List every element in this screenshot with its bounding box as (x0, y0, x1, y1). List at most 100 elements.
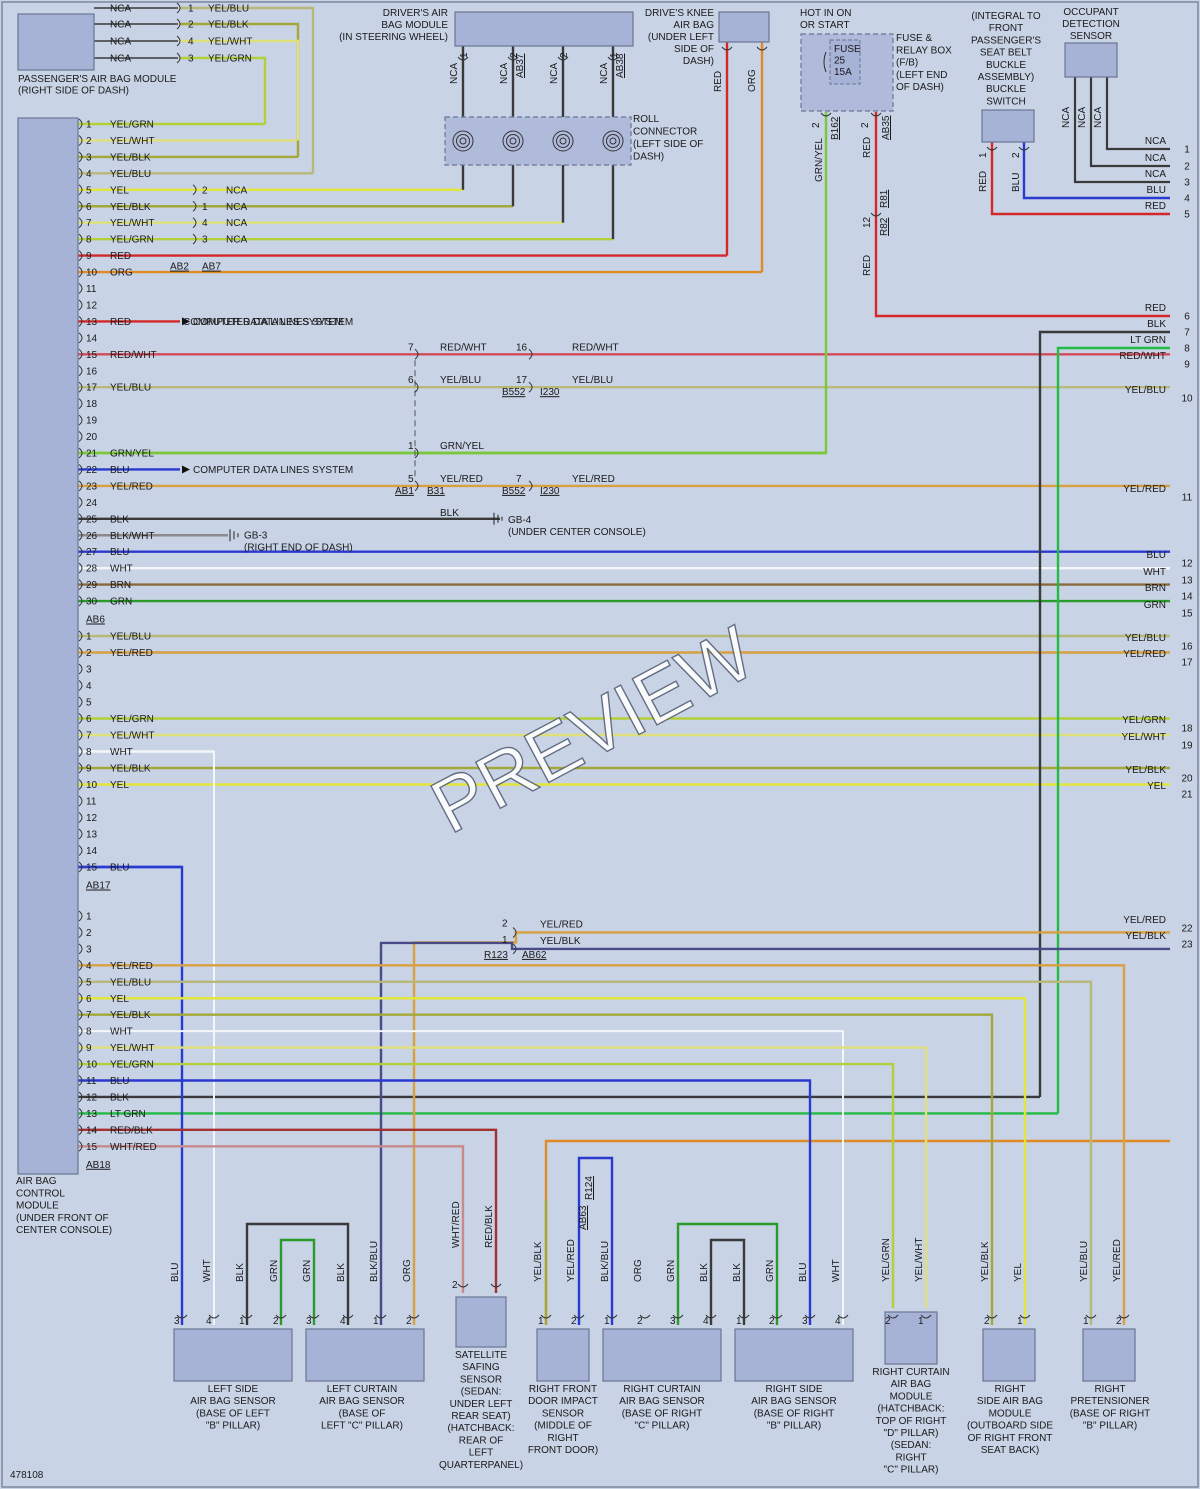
drop-wire-label: YEL (1013, 1263, 1024, 1282)
wire-label: YEL/BLK (110, 202, 151, 213)
bottom-component-6 (734, 1328, 854, 1382)
inline-connector (528, 348, 533, 360)
clockspring-coil (509, 137, 517, 145)
bottom-component-label: LEFT SIDE (208, 1384, 259, 1395)
ls-grn-loop (279, 1238, 316, 1325)
rs-blu (78, 1079, 812, 1325)
wire-label: GRN/YEL (814, 138, 825, 182)
wire-label: BLU (110, 1076, 129, 1087)
wire-label: YEL/RED (540, 919, 583, 930)
driver-connector-pin (192, 233, 197, 245)
right-edge-pin: 21 (1181, 790, 1193, 801)
wire-label: YEL/RED (110, 481, 153, 492)
module-pin-number: 14 (86, 1125, 98, 1136)
wire-label: LT GRN (110, 1109, 146, 1120)
module-pin-number: 11 (86, 797, 97, 808)
right-edge-label: RED/WHT (1119, 351, 1166, 362)
fuse-box-label: FUSE & (896, 33, 932, 44)
drop-wire-label: YEL/BLU (1079, 1241, 1090, 1282)
control-module-label: AIR BAG (16, 1176, 57, 1187)
wire-label: YEL/WHT (110, 731, 154, 742)
pin-number: 2 (406, 1316, 412, 1327)
module-connector-pin (78, 332, 83, 344)
bottom-component-label: (BASE OF RIGHT (754, 1408, 835, 1419)
module-pin-number: 10 (86, 1060, 98, 1071)
wire-label: WHT (110, 564, 133, 575)
bottom-component-label: (SEDAN: (891, 1440, 932, 1451)
drop-wire-label: BLU (798, 1263, 809, 1282)
module-pin-number: 29 (86, 580, 98, 591)
pin-number: 1 (202, 202, 208, 213)
module-pin-number: 4 (86, 681, 92, 692)
module-connector-pin (78, 316, 83, 327)
wire-label: YEL/RED (110, 648, 153, 659)
clockspring-coil (602, 130, 624, 152)
wire-label: YEL/BLU (110, 169, 151, 180)
pin-number: 4 (835, 1316, 841, 1327)
module-pin-number: 9 (86, 1043, 92, 1054)
module-connector-pin (78, 299, 83, 311)
bottom-component-2 (305, 1328, 425, 1382)
passenger-airbag-label: PASSENGER'S AIR BAG MODULE (18, 74, 177, 85)
knee-airbag-label: DRIVE'S KNEE (645, 8, 714, 19)
drop-wire-label: RED/BLK (484, 1205, 495, 1248)
computer-data-label: COMPUTER DATA LINES SYSTEM (183, 317, 343, 328)
pin-number: 2 (769, 1316, 775, 1327)
component-connector-pin (771, 1314, 783, 1319)
module-connector-pin (78, 795, 83, 807)
pin-number: 1 (502, 935, 508, 946)
wire-label: YEL/WHT (208, 37, 252, 48)
component-connector-pin (804, 1314, 816, 1319)
fuse-box-label: (F/B) (896, 58, 918, 69)
module-pin-number: 15 (86, 350, 98, 361)
module-connector-pin (78, 762, 83, 774)
inline-connector (414, 447, 419, 459)
module-pin-number: 16 (86, 366, 98, 377)
fuse-25 (829, 39, 861, 85)
roll-connector (444, 116, 632, 166)
wire-label: BLK (440, 508, 459, 519)
module-pin-number: 4 (86, 961, 92, 972)
right-edge-pin: 10 (1181, 394, 1193, 405)
module-connector-pin (78, 1124, 83, 1136)
module-connector-pin (78, 1075, 83, 1086)
module-pin-number: 1 (86, 632, 92, 643)
component-connector-pin (1085, 1314, 1097, 1319)
driver-airbag-label: DRIVER'S AIR (383, 8, 448, 19)
module-pin-number: 1 (86, 912, 92, 923)
inline-connector (414, 480, 419, 492)
pin-number: 1 (609, 52, 620, 58)
drop-wire-label: BLU (170, 1263, 181, 1282)
right-edge-pin: 13 (1181, 576, 1193, 587)
component-connector-pin (375, 1314, 387, 1319)
hot-label: HOT IN ON (800, 8, 851, 19)
pin-number: 3 (306, 1316, 312, 1327)
pin-number: 2 (984, 1316, 990, 1327)
wire-label: RED (978, 171, 989, 192)
drop-wire-label: GRN (765, 1260, 776, 1282)
clockspring-coil (456, 134, 470, 148)
inline-connector (414, 381, 419, 393)
bottom-component-label: RIGHT CURTAIN (623, 1384, 700, 1395)
module-pin-number: 12 (86, 1092, 98, 1103)
module-pin-number: 3 (86, 665, 92, 676)
passenger-connector-pin (176, 18, 181, 30)
right-edge-pin: 9 (1184, 360, 1190, 371)
module-connector-pin (78, 365, 83, 377)
drop-wire-label: YEL/RED (566, 1239, 577, 1282)
wire-label: RED (110, 251, 131, 262)
pin-number: 12 (862, 216, 873, 228)
bottom-component-label: FRONT DOOR) (528, 1445, 598, 1456)
ground-icon (493, 512, 503, 525)
bottom-component-label: (SEDAN: (461, 1387, 502, 1398)
sat-redblk (78, 1128, 498, 1293)
wire-label: BLU (110, 547, 129, 558)
wire-label: BLU (110, 465, 129, 476)
fuse-box-label: (LEFT END (896, 70, 948, 81)
connector-ref: AB18 (86, 1160, 111, 1171)
pin-number: 1 (459, 52, 470, 58)
module-connector-pin (78, 845, 83, 856)
wire-label: YEL/BLU (572, 375, 613, 386)
